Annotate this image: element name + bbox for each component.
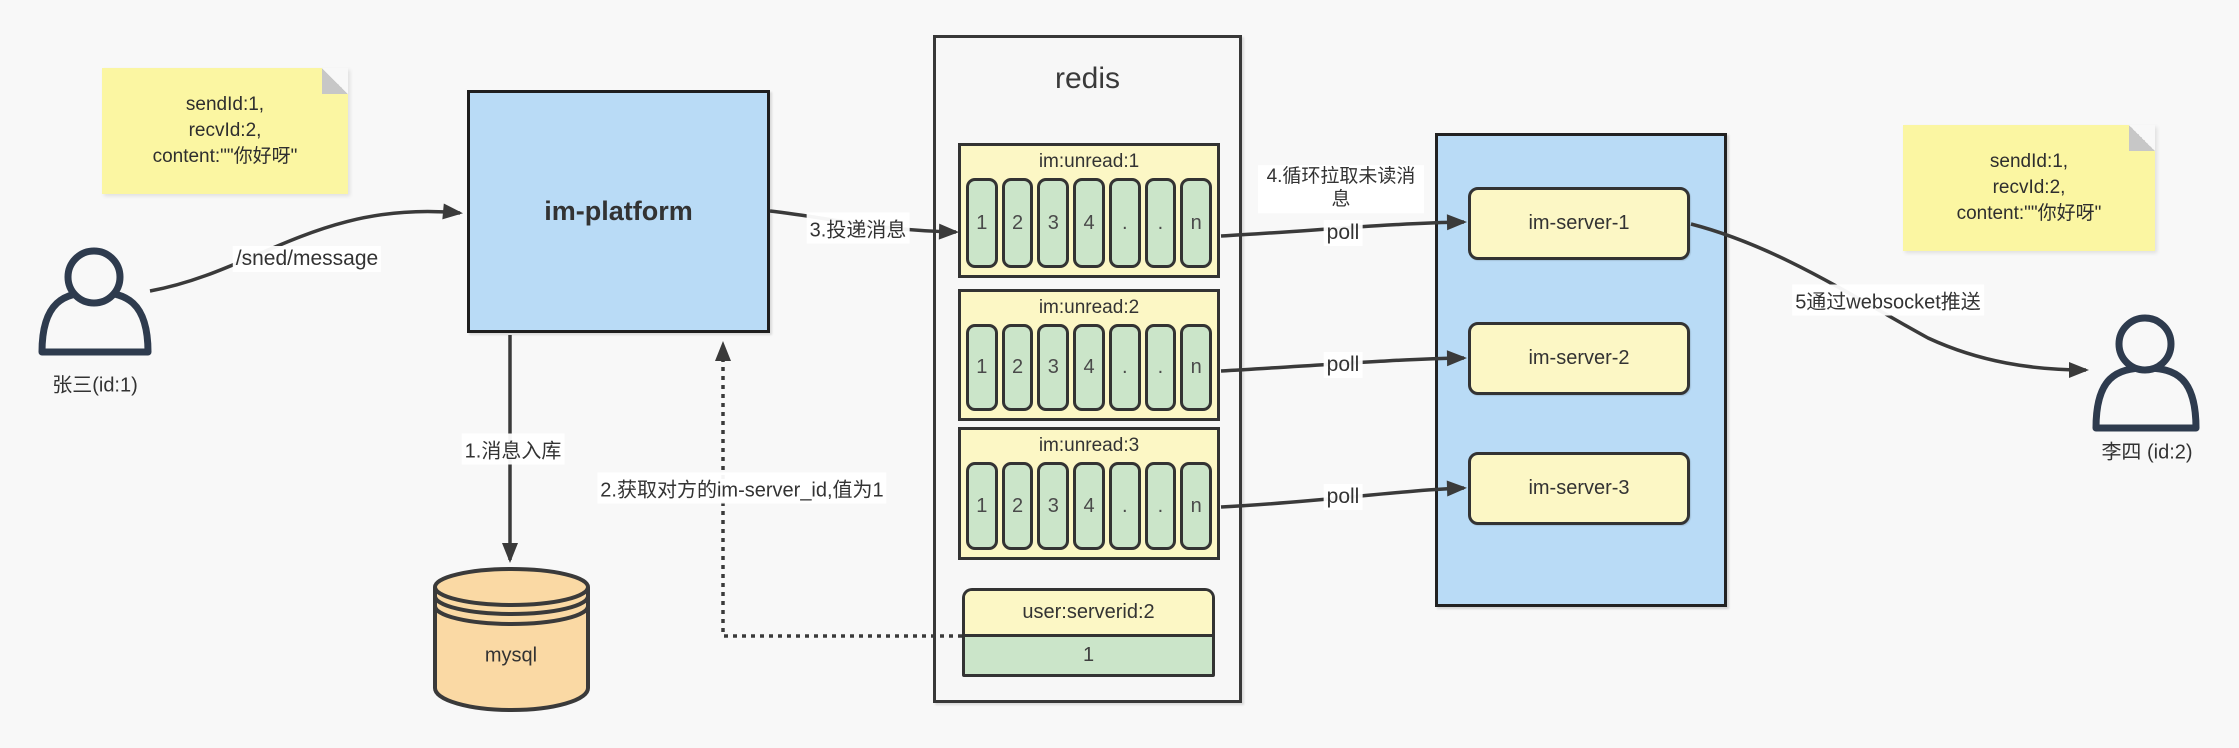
queue-im-unread-3: im:unread:3 1 2 3 4 . . n xyxy=(958,427,1220,560)
redis-title: redis xyxy=(1054,62,1121,95)
queue-im-unread-2: im:unread:2 1 2 3 4 . . n xyxy=(958,289,1220,421)
queue-cell: . xyxy=(1108,178,1141,268)
queue-cell: . xyxy=(1144,178,1177,268)
edge-label-send: /sned/message xyxy=(232,246,382,272)
queue-cell: . xyxy=(1144,324,1177,411)
im-server-1-node: im-server-1 xyxy=(1468,187,1690,260)
queue-cell: . xyxy=(1108,324,1141,411)
queue-cell: 3 xyxy=(1037,178,1070,268)
edge-label-poll-3: poll xyxy=(1323,484,1363,510)
mysql-label: mysql xyxy=(484,644,538,667)
queue-cell: n xyxy=(1180,178,1213,268)
mysql-cylinder-icon xyxy=(433,567,590,712)
person-receiver-label: 李四 (id:2) xyxy=(2101,441,2193,464)
person-sender-icon xyxy=(38,247,152,356)
queue-cell: 2 xyxy=(1001,324,1034,411)
queue-cells: 1 2 3 4 . . n xyxy=(961,324,1217,418)
queue-cell: 2 xyxy=(1001,178,1034,268)
sticky-note-right: sendId:1, recvId:2, content:""你好呀" xyxy=(1903,125,2155,251)
edge-label-step4: 4.循环拉取未读消息 xyxy=(1258,165,1424,213)
note-line: sendId:1, xyxy=(185,93,265,115)
edge-step5-websocket xyxy=(1690,222,2089,378)
kv-value: 1 xyxy=(965,637,1212,674)
queue-cell: 4 xyxy=(1073,324,1105,411)
queue-cell: n xyxy=(1180,462,1213,550)
queue-cell: 4 xyxy=(1073,462,1105,550)
person-receiver-icon xyxy=(2092,314,2200,432)
im-server-2-node: im-server-2 xyxy=(1468,322,1690,395)
edge-step2-dotted xyxy=(715,341,962,638)
edge-label-step5: 5通过websocket推送 xyxy=(1792,284,1984,316)
queue-title: im:unread:3 xyxy=(1038,435,1140,456)
im-platform-node: im-platform xyxy=(467,90,770,333)
queue-cell: . xyxy=(1144,462,1177,550)
queue-cell: 1 xyxy=(966,462,998,550)
note-line: content:""你好呀" xyxy=(152,146,298,168)
edge-label-step3: 3.投递消息 xyxy=(806,212,910,244)
note-line: recvId:2, xyxy=(188,119,262,141)
sticky-note-left: sendId:1, recvId:2, content:""你好呀" xyxy=(102,68,348,194)
edge-label-step2: 2.获取对方的im-server_id,值为1 xyxy=(597,472,887,504)
im-server-1-label: im-server-1 xyxy=(1528,212,1630,234)
queue-cell: 1 xyxy=(966,324,998,411)
kv-title: user:serverid:2 xyxy=(965,591,1212,637)
edge-label-step1: 1.消息入库 xyxy=(461,433,565,465)
queue-cell: 1 xyxy=(966,178,998,268)
edge-label-poll-2: poll xyxy=(1323,352,1363,378)
im-server-2-label: im-server-2 xyxy=(1528,347,1630,369)
queue-cell: 3 xyxy=(1037,462,1070,550)
queue-cells: 1 2 3 4 . . n xyxy=(961,462,1217,557)
kv-user-serverid-node: user:serverid:2 1 xyxy=(962,588,1215,677)
queue-cell: n xyxy=(1180,324,1213,411)
im-server-3-node: im-server-3 xyxy=(1468,452,1690,525)
queue-im-unread-1: im:unread:1 1 2 3 4 . . n xyxy=(958,143,1220,278)
im-platform-label: im-platform xyxy=(544,196,693,226)
queue-cell: 3 xyxy=(1037,324,1070,411)
queue-cell: 4 xyxy=(1073,178,1105,268)
note-line: content:""你好呀" xyxy=(1956,203,2102,225)
im-server-3-label: im-server-3 xyxy=(1528,477,1630,499)
queue-title: im:unread:1 xyxy=(1038,151,1140,172)
queue-cell: . xyxy=(1108,462,1141,550)
edge-send-message xyxy=(149,203,463,293)
note-line: recvId:2, xyxy=(1992,176,2066,198)
queue-cell: 2 xyxy=(1001,462,1034,550)
note-line: sendId:1, xyxy=(1989,150,2069,172)
edge-label-poll-1: poll xyxy=(1323,220,1363,246)
queue-title: im:unread:2 xyxy=(1038,297,1140,318)
queue-cells: 1 2 3 4 . . n xyxy=(961,178,1217,275)
person-sender-label: 张三(id:1) xyxy=(52,374,138,397)
